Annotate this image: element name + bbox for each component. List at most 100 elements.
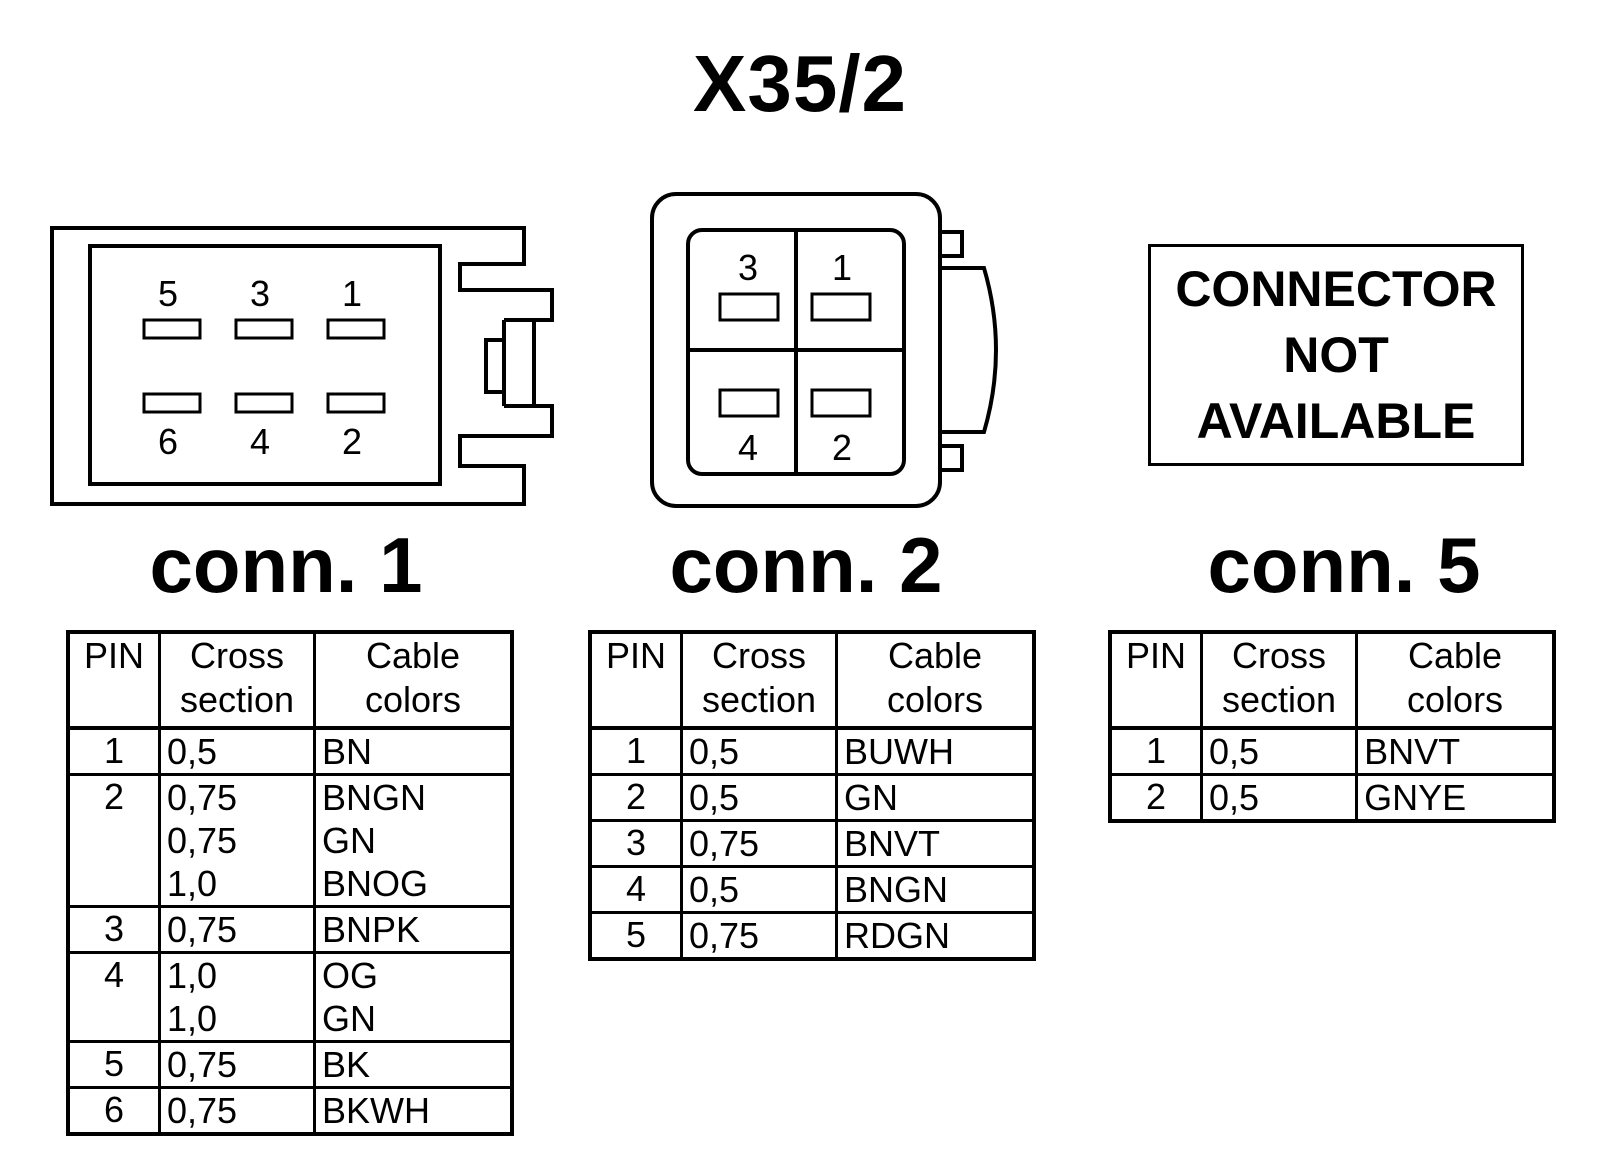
cable-color-cell: BNGN — [835, 865, 1034, 913]
pin-number: 2 — [68, 773, 160, 907]
conn2-pin-label: 2 — [831, 427, 853, 468]
connector-not-available-box: CONNECTOR NOT AVAILABLE — [1148, 244, 1524, 466]
pin-number: 1 — [103, 730, 124, 771]
header-text: colors — [1407, 679, 1504, 720]
cross-section-cell: 0,75 — [679, 819, 837, 867]
cable-color-value: BNGN — [844, 869, 949, 910]
conn2-pin-label: 3 — [737, 247, 759, 288]
cable-color-cell: GNYE — [1355, 773, 1554, 821]
header-text: Cross — [1232, 635, 1327, 676]
pin-number: 5 — [68, 1040, 160, 1088]
cable-color-value: BNGN — [322, 777, 427, 818]
cable-color-value: BNVT — [844, 823, 941, 864]
table-row: 1 0,5 BN — [68, 728, 512, 775]
pin-number: 2 — [1110, 773, 1202, 821]
not-available-text: AVAILABLE — [1196, 393, 1476, 449]
pin-number: 3 — [590, 819, 682, 867]
cable-color-value: GN — [844, 777, 899, 818]
pin-number: 1 — [1145, 730, 1166, 771]
cross-section-value: 1,0 — [166, 863, 217, 904]
header-text: section — [1222, 679, 1337, 720]
conn2-pin-label: 4 — [737, 427, 759, 468]
cross-section-cell: 0,5 — [1199, 728, 1357, 775]
cross-section-value: 0,75 — [166, 1090, 238, 1131]
conn1-pin-label: 5 — [157, 273, 179, 314]
cable-color-cell: BK — [313, 1040, 512, 1088]
header-text: Cable — [365, 635, 461, 676]
cross-section-value: 0,5 — [1208, 777, 1260, 818]
cable-color-value: GN — [322, 998, 377, 1039]
header-text: Cross — [189, 635, 284, 676]
cross-section-value: 0,75 — [166, 777, 238, 818]
cross-section-cell: 0,5 — [679, 728, 837, 775]
pin-number: 3 — [68, 905, 160, 953]
header-pin: PIN — [1110, 632, 1202, 730]
header-pin: PIN — [590, 632, 682, 730]
header-pin: PIN — [68, 632, 160, 730]
cross-section-value: 0,5 — [166, 731, 217, 772]
cable-color-cell: BNVT — [835, 819, 1034, 867]
connector-1-drawing — [50, 226, 554, 506]
cross-section-cell: 0,75 — [679, 911, 837, 959]
conn1-pin-label: 3 — [249, 273, 271, 314]
cable-color-value: BKWH — [322, 1090, 431, 1131]
cable-color-cell: BNVT — [1355, 728, 1554, 775]
cable-color-value: GN — [322, 820, 377, 861]
cable-color-value: BNPK — [322, 909, 421, 950]
header-text: Cable — [1408, 635, 1503, 676]
cross-section-value: 0,5 — [1208, 731, 1260, 772]
conn1-pin-label: 4 — [249, 421, 271, 462]
connector-5-label: conn. 5 — [1207, 521, 1481, 609]
cable-color-value: BUWH — [844, 731, 955, 772]
header-text: colors — [886, 679, 984, 720]
cable-color-value: BNVT — [1364, 731, 1461, 772]
pin-number: 4 — [68, 951, 160, 1042]
cable-color-cell: BKWH — [313, 1086, 512, 1134]
cross-section-value: 0,75 — [166, 820, 238, 861]
cross-section-value: 0,5 — [688, 869, 739, 910]
conn1-pin-label: 1 — [341, 273, 363, 314]
cross-section-value: 0,75 — [166, 909, 238, 950]
cable-color-value: BK — [322, 1044, 371, 1085]
connector-2-drawing — [650, 192, 998, 508]
cross-section-cell: 0,5 — [679, 865, 837, 913]
cable-color-cell: BN — [313, 728, 512, 775]
pin-number: 5 — [590, 911, 682, 959]
cross-section-value: 0,75 — [688, 823, 760, 864]
cross-section-cell: 0,75 — [157, 905, 315, 953]
pin-number: 4 — [590, 865, 682, 913]
table-row: 1 0,5 BNVT — [1110, 728, 1554, 775]
cross-section-cell: 0,75 — [157, 1086, 315, 1134]
cross-section-cell: 0,75 — [157, 1040, 315, 1088]
not-available-text: NOT — [1283, 327, 1389, 383]
connector-1-label: conn. 1 — [149, 521, 423, 609]
cable-color-cell: BUWH — [835, 728, 1034, 775]
cable-color-value: GNYE — [1364, 777, 1467, 818]
cable-color-cell: RDGN — [835, 911, 1034, 959]
header-text: Cross — [711, 635, 806, 676]
cross-section-value: 0,75 — [166, 1044, 238, 1085]
conn2-pin-label: 1 — [831, 247, 853, 288]
cable-color-value: BN — [322, 731, 373, 772]
cross-section-value: 0,75 — [688, 915, 760, 956]
